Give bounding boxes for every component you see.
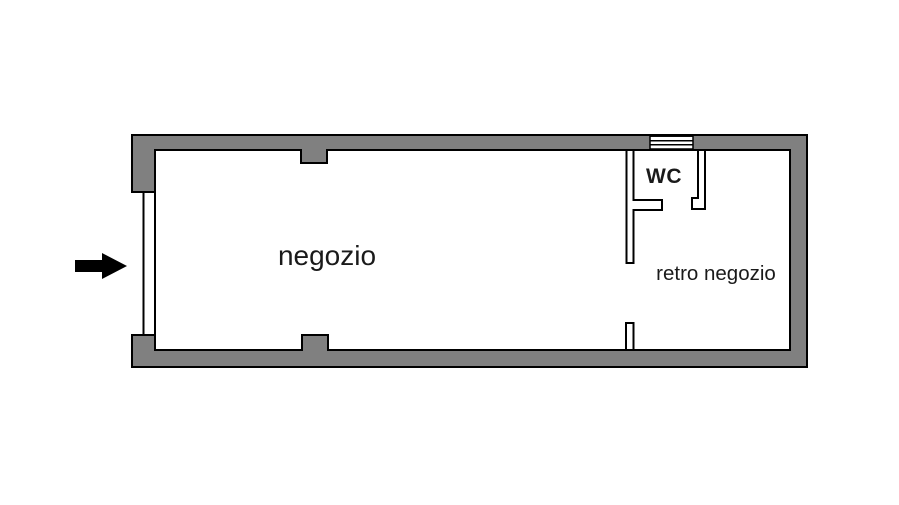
room-label-negozio: negozio — [278, 240, 376, 271]
partition-stub — [625, 322, 635, 351]
room-label-retro-negozio: retro negozio — [656, 262, 776, 285]
entrance-door — [142, 191, 156, 336]
window-frame — [649, 135, 694, 150]
room-label-wc: WC — [646, 165, 682, 188]
entrance-arrow-icon — [75, 253, 127, 279]
wc-partition-wall-left — [625, 149, 663, 264]
exterior-wall — [131, 134, 808, 368]
window — [649, 135, 694, 150]
wc-partition-wall-right — [691, 149, 706, 210]
